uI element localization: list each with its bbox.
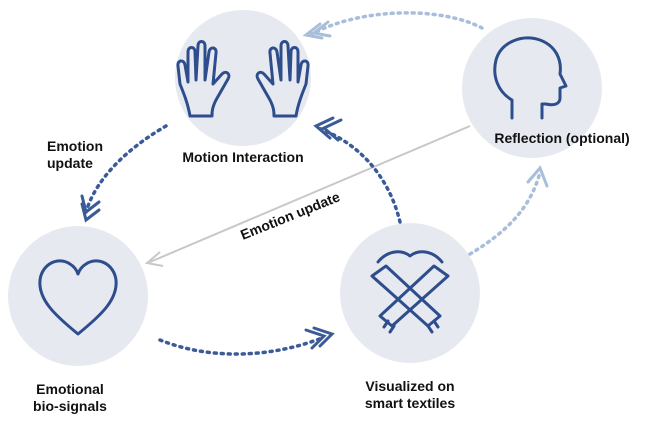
textiles-label-line2: smart textiles	[364, 395, 456, 411]
emotional-label-line1: Emotional	[36, 381, 104, 397]
heart-icon	[38, 259, 118, 336]
hands-icon	[176, 40, 310, 118]
arrow-reflection-to-motion	[302, 11, 484, 40]
arrow-motion-to-emotional	[80, 124, 168, 223]
reflection-label: Reflection (optional)	[494, 130, 630, 146]
emotional-label-line2: bio-signals	[33, 398, 107, 414]
emotional-node-circle	[8, 226, 148, 366]
motion-interaction-label: Motion Interaction	[182, 149, 304, 165]
head-profile-icon	[493, 36, 568, 120]
emotion-update-left-line1: Emotion	[47, 138, 103, 154]
emotional-bio-signals-label: Emotional bio-signals	[10, 381, 130, 415]
arrow-textiles-to-motion	[313, 116, 402, 224]
scarf-icon	[370, 250, 450, 334]
smart-textiles-label: Visualized on smart textiles	[350, 378, 470, 412]
reflection-node-circle	[462, 18, 602, 158]
emotion-update-line	[144, 125, 471, 267]
emotion-update-left-label: Emotion update	[47, 138, 103, 172]
motion-node-circle	[175, 10, 311, 146]
emotion-update-left-line2: update	[47, 155, 93, 171]
arrow-emotional-to-textiles	[158, 326, 335, 356]
arrow-textiles-to-reflection	[468, 165, 549, 256]
textiles-label-line1: Visualized on	[365, 378, 455, 394]
textiles-node-circle	[340, 223, 480, 363]
